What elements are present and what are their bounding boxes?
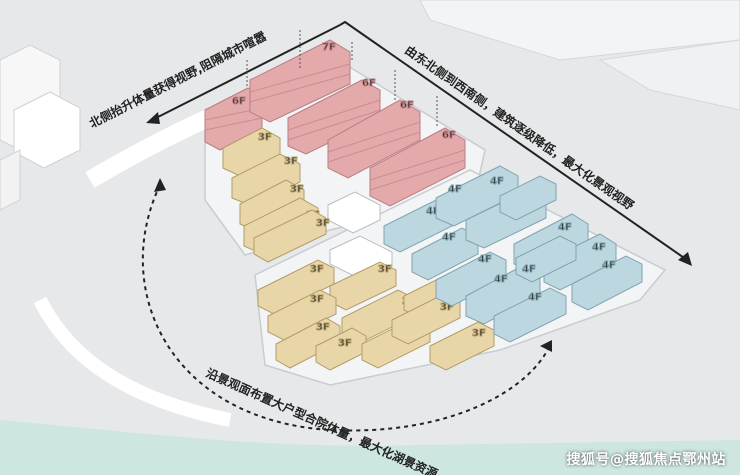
height-markers: [246, 30, 438, 128]
road-west: [33, 296, 232, 427]
arrow-head-icon: [146, 112, 160, 124]
building-floor-label: 4F: [494, 274, 508, 285]
building-floor-label: 4F: [592, 242, 606, 253]
blue-building: 4F: [448, 175, 557, 221]
building-floor-label: 4F: [478, 254, 492, 265]
blue-building: 4F: [435, 251, 507, 307]
building-floor-label: 3F: [258, 132, 272, 143]
building-floor-label: 3F: [310, 294, 324, 305]
building-floor-label: 4F: [558, 222, 572, 233]
yellow-north-group: 3F 3F 3F 3F 3F: [222, 127, 330, 263]
building-floor-label: 4F: [522, 264, 536, 275]
yellow-building: 3F: [239, 179, 305, 233]
blue-building: 4F: [515, 235, 577, 283]
pink-building-group: 6F 7F 6F 6F 6F: [204, 39, 466, 207]
yellow-building: 3F: [267, 289, 337, 341]
building-floor-label: 3F: [316, 218, 330, 229]
building-floor-label: 4F: [528, 292, 542, 303]
pink-building: 6F: [327, 99, 421, 179]
lake-area: [0, 420, 740, 475]
building-floor-label: 6F: [362, 78, 376, 89]
building-floor-label: 4F: [490, 176, 504, 187]
blue-building: 4F: [411, 227, 479, 281]
building-floor-label: 4F: [602, 260, 616, 271]
arrow-head-icon: [678, 252, 692, 266]
watermark: 搜狐号@搜狐焦点鄂州站: [566, 452, 726, 468]
arrow-head-icon: [540, 340, 552, 352]
building-floor-label: 3F: [472, 328, 486, 339]
blue-building: 4F: [493, 287, 567, 343]
building-floor-label: 4F: [448, 184, 462, 195]
building-floor-label: 6F: [400, 100, 414, 111]
yellow-building: 3F: [429, 321, 495, 371]
building-floor-label: 3F: [290, 184, 304, 195]
building-floor-label: 3F: [310, 264, 324, 275]
context-buildings: [0, 0, 740, 211]
building-floor-label: 7F: [322, 42, 336, 53]
building-floor-label: 3F: [378, 264, 392, 275]
arrow-head-icon: [154, 178, 166, 192]
building-floor-label: 3F: [316, 322, 330, 333]
yellow-building: 3F: [231, 153, 301, 207]
blue-building-group: 4F 4F 4F 4F 4F 4F 4F 4F 4F 4F 4F 4F: [383, 165, 643, 343]
building-floor-label: 3F: [338, 338, 352, 349]
yellow-building: 3F: [253, 209, 330, 263]
building-floor-label: 4F: [442, 232, 456, 243]
blue-building: 4F: [571, 255, 643, 311]
building-floor-label: 6F: [442, 130, 456, 141]
building-floor-label: 3F: [284, 156, 298, 167]
yellow-south-group: 3F 3F 3F 3F 3F 3F 3F 3F 3F 3F: [257, 259, 495, 371]
pink-building: 6F: [369, 127, 466, 207]
pink-building: 7F: [249, 39, 351, 123]
building-floor-label: 6F: [232, 96, 246, 107]
